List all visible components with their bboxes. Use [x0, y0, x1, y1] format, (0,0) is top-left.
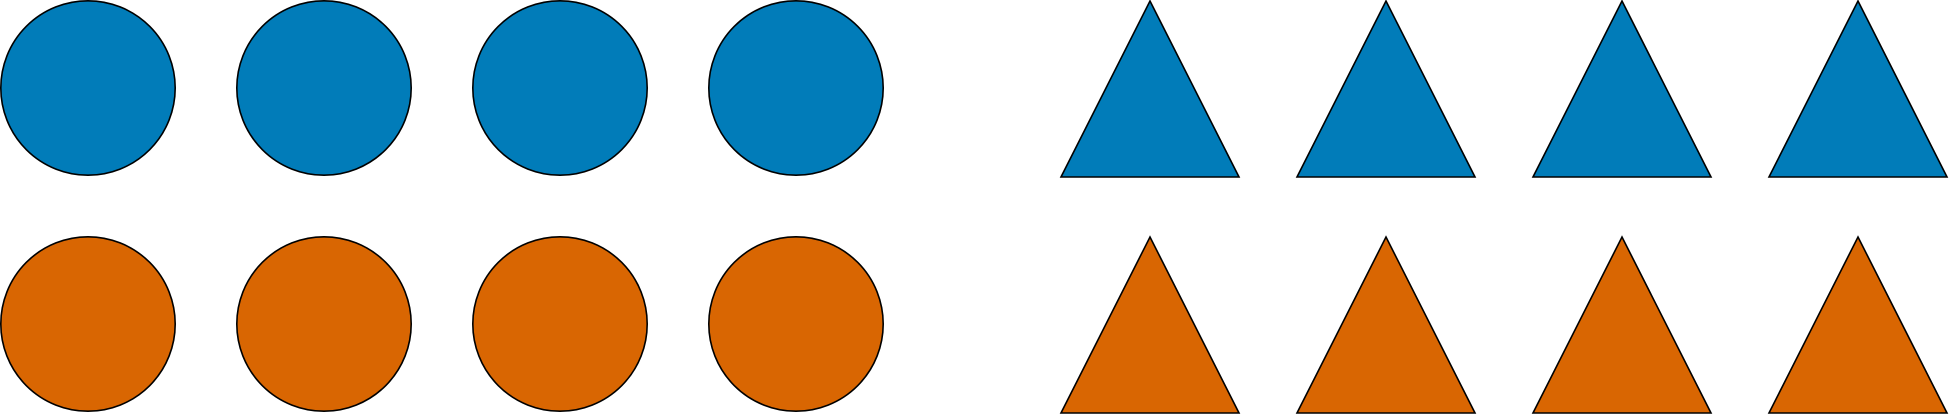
- orange-triangle: [1059, 235, 1241, 414]
- orange-triangle: [1295, 235, 1477, 414]
- blue-circle: [0, 0, 176, 176]
- blue-triangle: [1531, 0, 1713, 178]
- orange-circle: [471, 236, 648, 412]
- blue-triangle: [1059, 0, 1241, 178]
- triangles-group: [1059, 0, 1949, 414]
- blue-circle: [236, 0, 412, 176]
- orange-circle: [236, 236, 412, 412]
- blue-triangle: [1767, 0, 1949, 178]
- circles-group: [0, 0, 884, 412]
- blue-triangle: [1295, 0, 1477, 178]
- blue-circle: [471, 0, 648, 176]
- orange-circle: [707, 236, 884, 412]
- orange-triangle: [1531, 235, 1713, 414]
- blue-circle: [707, 0, 884, 176]
- orange-circle: [0, 236, 176, 412]
- orange-triangle: [1767, 235, 1949, 414]
